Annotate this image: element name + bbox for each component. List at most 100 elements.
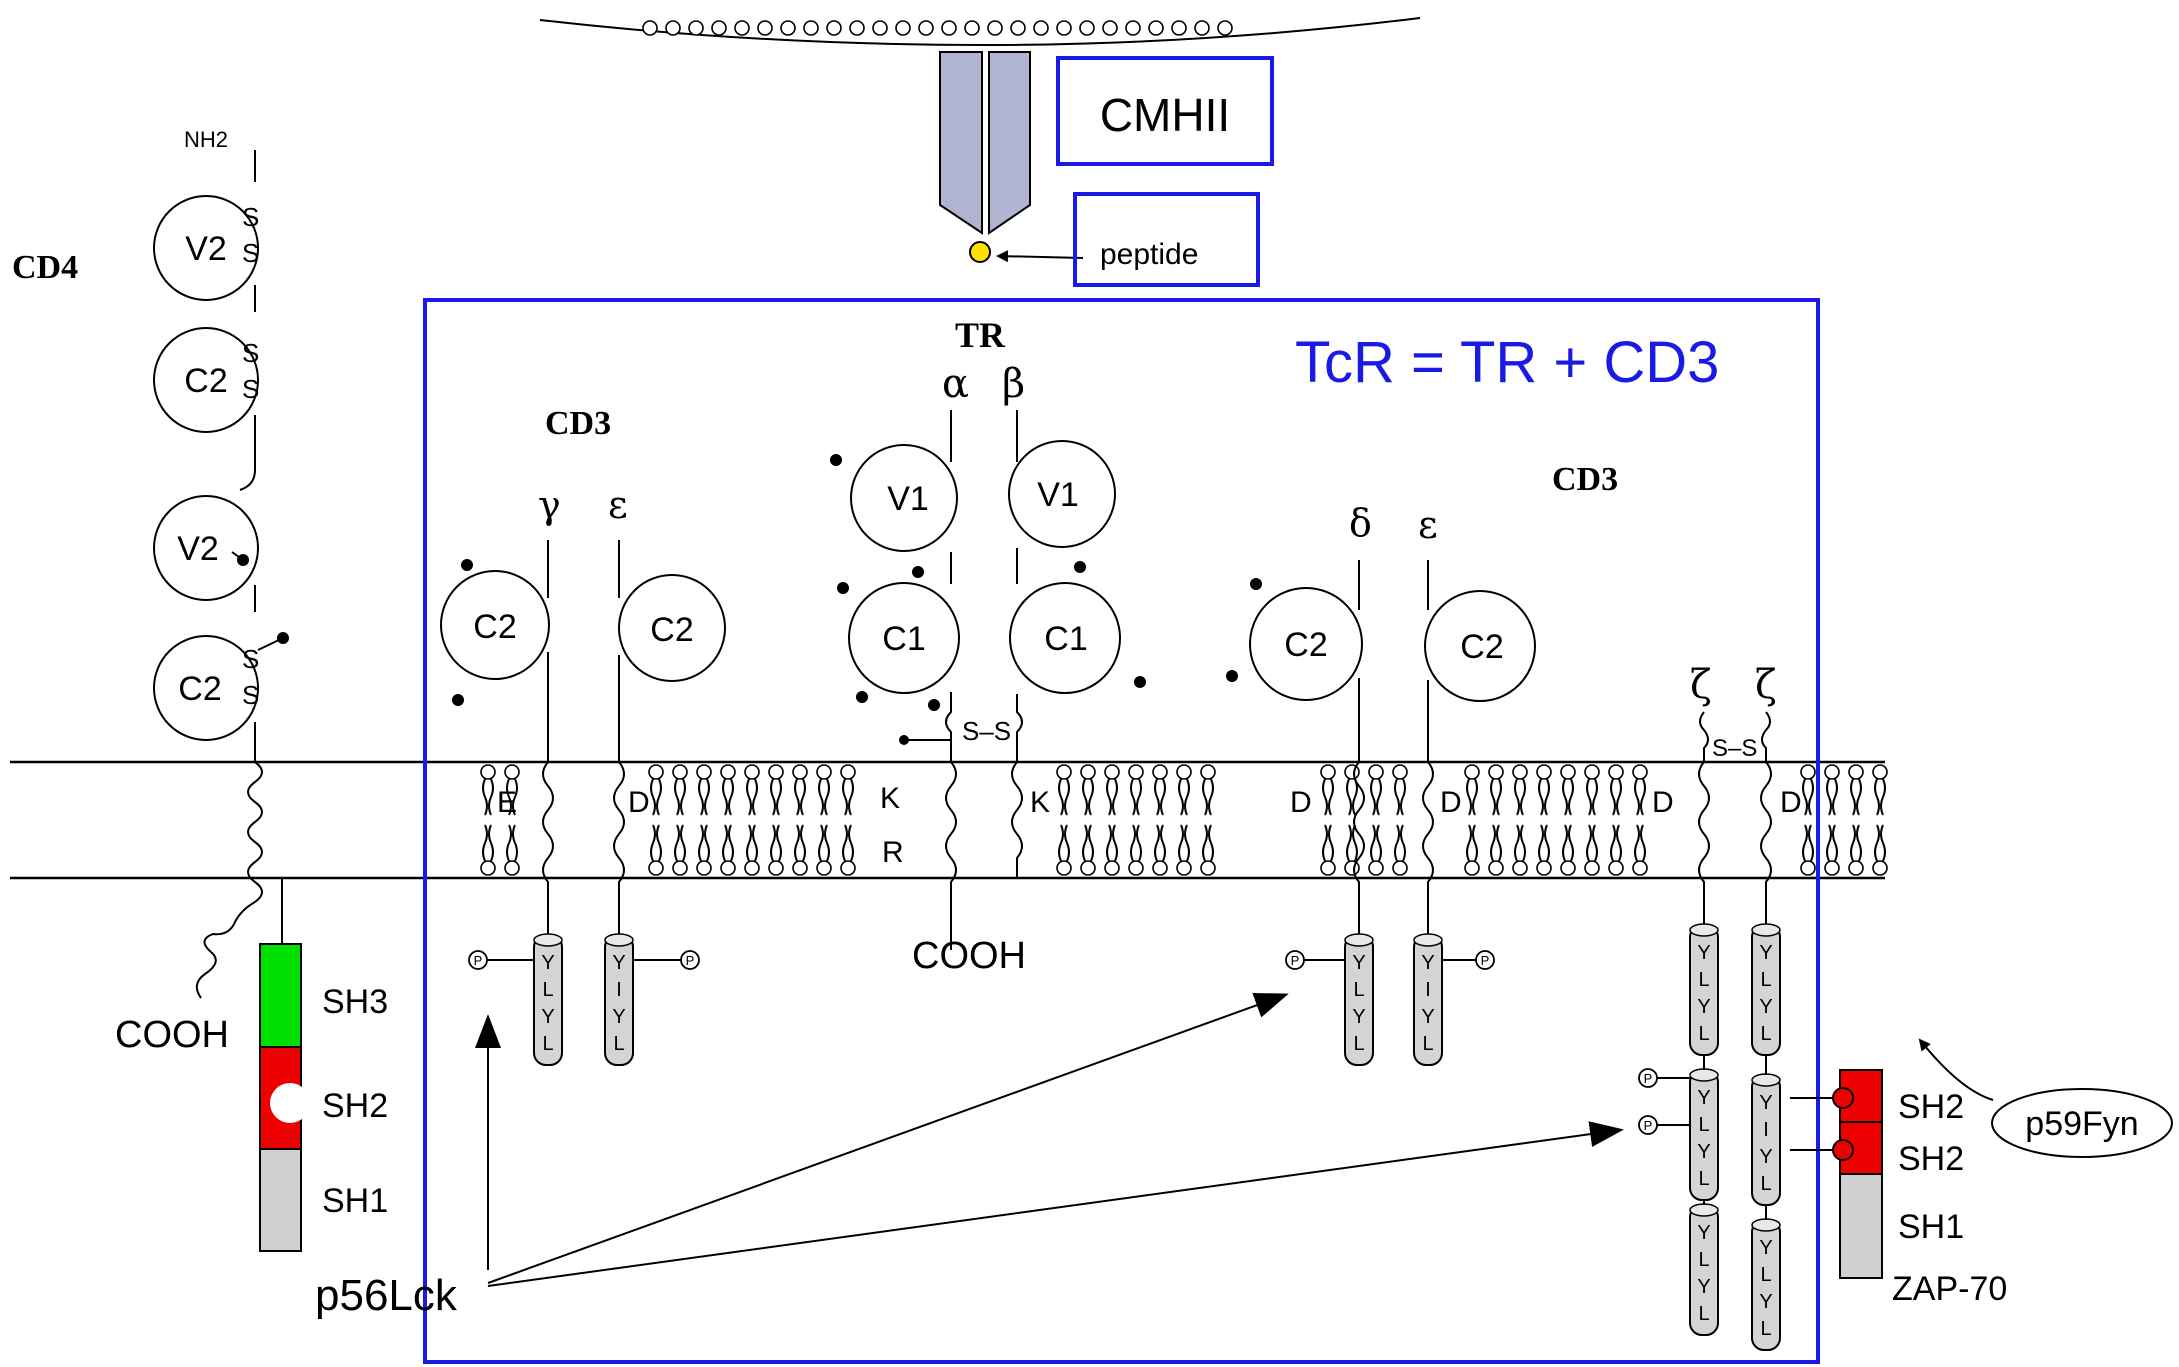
lipid-pair bbox=[1560, 764, 1576, 876]
cd3-charge-d-left: D bbox=[628, 786, 650, 819]
itam-residue: L bbox=[542, 979, 553, 1001]
apc-lipid-head bbox=[642, 20, 658, 36]
phosphate-label: P bbox=[1291, 953, 1300, 968]
itam-residue: Y bbox=[1759, 1237, 1772, 1259]
cd3-gamma-symbol: γ bbox=[538, 483, 561, 527]
cd3-epsilon-domain-right: C2 bbox=[1460, 628, 1503, 666]
p59fyn-kinase: p59Fyn bbox=[1918, 1038, 2173, 1158]
tr-alpha-symbol: α bbox=[942, 361, 969, 407]
cd4-ss-3b: S bbox=[242, 680, 259, 710]
apc-lipid-head bbox=[780, 20, 796, 36]
zap70-sh1-domain bbox=[1839, 1173, 1883, 1279]
apc-lipid-head bbox=[987, 20, 1003, 36]
zap70-label: ZAP-70 bbox=[1892, 1270, 2007, 1308]
lipid-pair bbox=[1872, 764, 1888, 876]
itam-residue: L bbox=[1760, 1173, 1771, 1195]
tr-label: TR bbox=[955, 315, 1006, 355]
lipid-pair bbox=[1608, 764, 1624, 876]
lipid-pair bbox=[504, 764, 520, 876]
cd3-epsilon-symbol-right: ε bbox=[1418, 503, 1438, 547]
zap70-sh2a-label: SH2 bbox=[1898, 1088, 1964, 1126]
tcr-title: TcR = TR + CD3 bbox=[1295, 330, 1719, 395]
tr-charge-k2: K bbox=[1030, 786, 1050, 819]
tr-disulfide: S–S bbox=[962, 716, 1011, 746]
apc-membrane bbox=[539, 17, 1421, 47]
itam-residue: L bbox=[1760, 1023, 1771, 1045]
apc-lipid-head bbox=[849, 20, 865, 36]
lipid-pair bbox=[648, 764, 664, 876]
itam-residue: Y bbox=[1697, 996, 1710, 1018]
itam-residue: L bbox=[1698, 1114, 1709, 1136]
itam-residue: Y bbox=[1697, 1087, 1710, 1109]
lipid-pair bbox=[1800, 764, 1816, 876]
tr-charge-r: R bbox=[882, 836, 904, 869]
apc-lipid-head bbox=[711, 20, 727, 36]
lipid-pair bbox=[480, 764, 496, 876]
itam-residue: Y bbox=[541, 952, 554, 974]
tcr-complex-box bbox=[423, 298, 1820, 1364]
lipid-pair bbox=[1488, 764, 1504, 876]
lck-label: p56Lck bbox=[315, 1271, 458, 1320]
lipid-pair bbox=[816, 764, 832, 876]
apc-lipid-head bbox=[895, 20, 911, 36]
apc-lipid-head bbox=[1079, 20, 1095, 36]
lipid-pair bbox=[1080, 764, 1096, 876]
itam-residue: Y bbox=[1697, 1276, 1710, 1298]
zap70-kinase: SH2 SH2 SH1 ZAP-70 bbox=[1790, 1069, 2007, 1308]
zeta-charge-d1: D bbox=[1652, 786, 1674, 819]
apc-lipid-head bbox=[918, 20, 934, 36]
apc-lipid-head bbox=[1010, 20, 1026, 36]
mhc-class-ii bbox=[939, 51, 1084, 263]
fyn-label: p59Fyn bbox=[2025, 1105, 2138, 1143]
tr-v-beta-domain: V1 bbox=[1037, 476, 1079, 514]
itam-residue: Y bbox=[1421, 1006, 1434, 1028]
apc-lipid-head bbox=[688, 20, 704, 36]
apc-lipid-head bbox=[941, 20, 957, 36]
tr-c-beta-domain: C1 bbox=[1044, 620, 1087, 658]
cd3-charge-e: E bbox=[497, 786, 517, 819]
cd4-domain-c2b: C2 bbox=[178, 670, 221, 708]
lipid-pair bbox=[1152, 764, 1168, 876]
zeta-symbol-2: ζ bbox=[1755, 662, 1777, 708]
cd4-coreceptor: CD4 NH2 V2 C2 V2 C2 S S S S S S COOH bbox=[12, 127, 289, 1056]
cd3-gamma-domain: C2 bbox=[473, 608, 516, 646]
phosphate-label: P bbox=[686, 953, 695, 968]
zeta-zeta-dimer: ζ ζ S–S D D bbox=[1652, 662, 1802, 925]
apc-lipid-head bbox=[964, 20, 980, 36]
lipid-pair bbox=[1368, 764, 1384, 876]
lipid-pair bbox=[1176, 764, 1192, 876]
lipid-pair bbox=[1200, 764, 1216, 876]
tr-charge-k1: K bbox=[880, 782, 900, 815]
itam-residue: I bbox=[1763, 1119, 1769, 1141]
itam-residue: L bbox=[1422, 1033, 1433, 1055]
apc-lipid-head bbox=[1217, 20, 1233, 36]
cd4-ss-3a: S bbox=[242, 644, 259, 674]
cd3-delta-epsilon: CD3 δ ε C2 C2 D D bbox=[1226, 461, 1618, 935]
apc-lipid-head bbox=[757, 20, 773, 36]
itam-residue: L bbox=[1698, 1249, 1709, 1271]
phosphate-label: P bbox=[1481, 953, 1490, 968]
itam-residue: L bbox=[1353, 979, 1364, 1001]
lipid-pair bbox=[1824, 764, 1840, 876]
itam-residue: L bbox=[1760, 1264, 1771, 1286]
apc-lipid-head bbox=[665, 20, 681, 36]
apc-lipid-head bbox=[1033, 20, 1049, 36]
itam-residue: L bbox=[613, 1033, 624, 1055]
itam-residue: Y bbox=[1352, 1006, 1365, 1028]
apc-lipid-head bbox=[1171, 20, 1187, 36]
lck-sh1-label: SH1 bbox=[322, 1182, 388, 1220]
lck-sh2-label: SH2 bbox=[322, 1087, 388, 1125]
cd4-ss-1b: S bbox=[242, 238, 259, 268]
phosphate-label: P bbox=[1644, 1071, 1653, 1086]
lipid-pair bbox=[1464, 764, 1480, 876]
tr-alpha-beta: TR α β V1 V1 C1 C1 S–S K R K COOH bbox=[830, 315, 1146, 977]
peptide-label-box: peptide bbox=[1073, 192, 1260, 287]
lck-sh3-label: SH3 bbox=[322, 983, 388, 1021]
cd4-label: CD4 bbox=[12, 249, 78, 286]
mhc-label-box: CMHII bbox=[1056, 56, 1274, 166]
lipid-pair bbox=[792, 764, 808, 876]
itam-residue: Y bbox=[1697, 1141, 1710, 1163]
